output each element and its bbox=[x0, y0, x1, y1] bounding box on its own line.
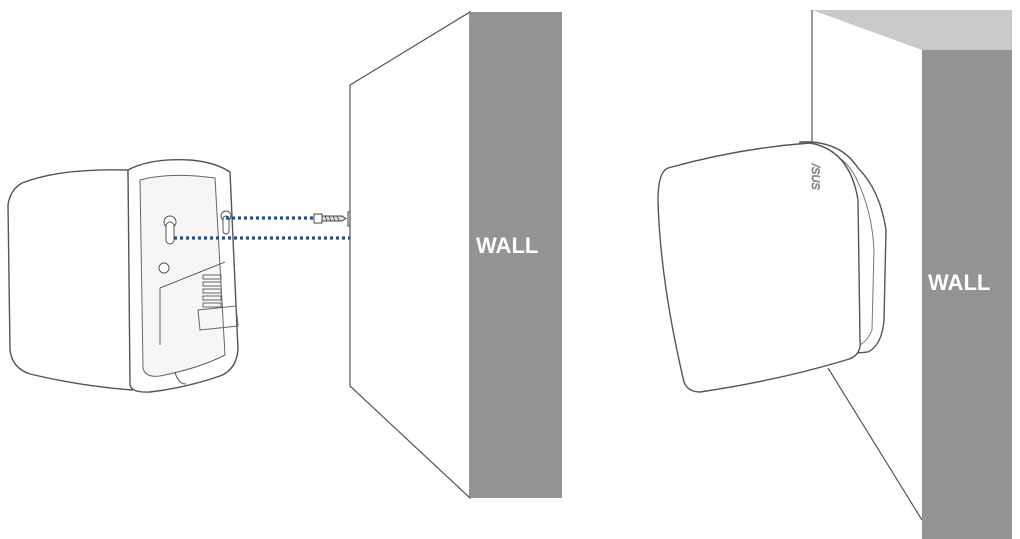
brand-logo: /SUS bbox=[809, 163, 821, 190]
wall-left bbox=[349, 10, 562, 500]
wall-right-label: WALL bbox=[928, 270, 990, 295]
wall-left-label: WALL bbox=[476, 233, 538, 258]
router-back-view bbox=[7, 159, 239, 393]
vent-grille bbox=[159, 261, 239, 345]
guide-lines bbox=[174, 216, 360, 240]
screw-upper-icon bbox=[313, 213, 347, 224]
keyhole-slot-lower bbox=[163, 215, 177, 245]
router-mounted-view bbox=[657, 141, 887, 393]
reset-hole-icon bbox=[158, 262, 170, 274]
keyhole-slot-upper bbox=[220, 210, 232, 235]
